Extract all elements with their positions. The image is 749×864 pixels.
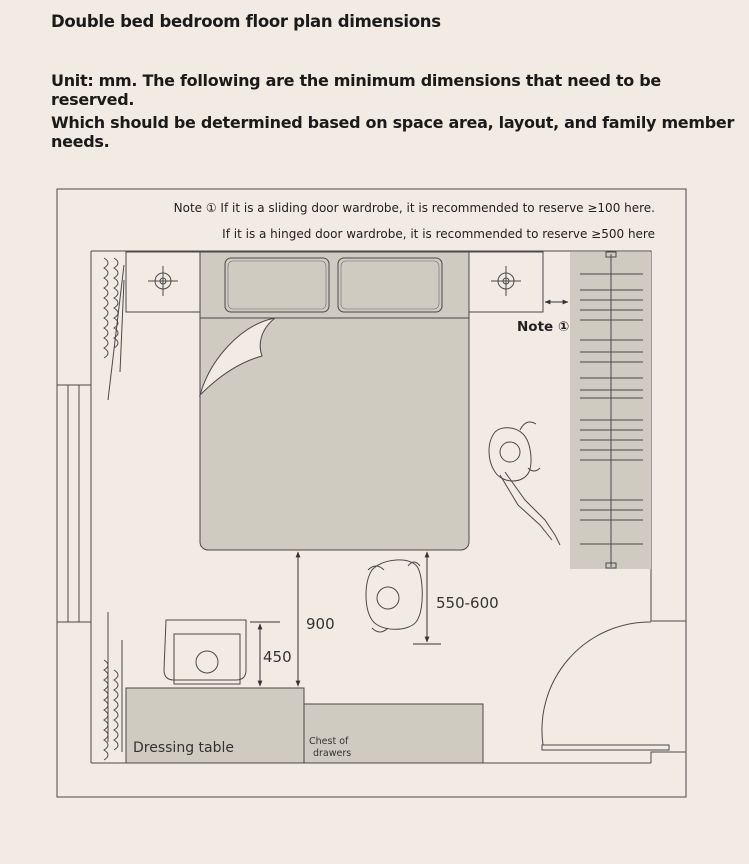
dimension-label-900: 900 xyxy=(306,615,335,633)
curtain-bottom xyxy=(103,612,123,761)
note-line-2: If it is a hinged door wardrobe, it is r… xyxy=(222,227,655,241)
wardrobe xyxy=(570,251,651,569)
nightstand-left xyxy=(125,251,201,313)
dimension-label-550-600: 550-600 xyxy=(436,594,499,612)
page-title: Double bed bedroom floor plan dimensions xyxy=(51,12,441,31)
window xyxy=(56,384,92,623)
person-near-wardrobe xyxy=(488,421,561,546)
note-marker: Note ① xyxy=(517,319,569,335)
note-line-1: Note ① If it is a sliding door wardrobe,… xyxy=(174,201,655,215)
double-bed xyxy=(198,251,470,551)
chest-label-line-1: Chest of xyxy=(309,736,349,747)
unit-description: Unit: mm. The following are the minimum … xyxy=(51,71,661,109)
door xyxy=(541,621,670,751)
chest-label-line-2: drawers xyxy=(313,748,351,759)
guidance-description: Which should be determined based on spac… xyxy=(51,113,735,151)
nightstand-right xyxy=(468,251,544,313)
dressing-table-label: Dressing table xyxy=(133,740,234,756)
dressing-table xyxy=(125,687,305,764)
curtain-top xyxy=(103,257,125,401)
chest-of-drawers xyxy=(303,703,484,764)
person-at-bed xyxy=(365,559,423,633)
dimension-lines xyxy=(250,551,441,687)
dimension-label-450: 450 xyxy=(263,648,292,666)
